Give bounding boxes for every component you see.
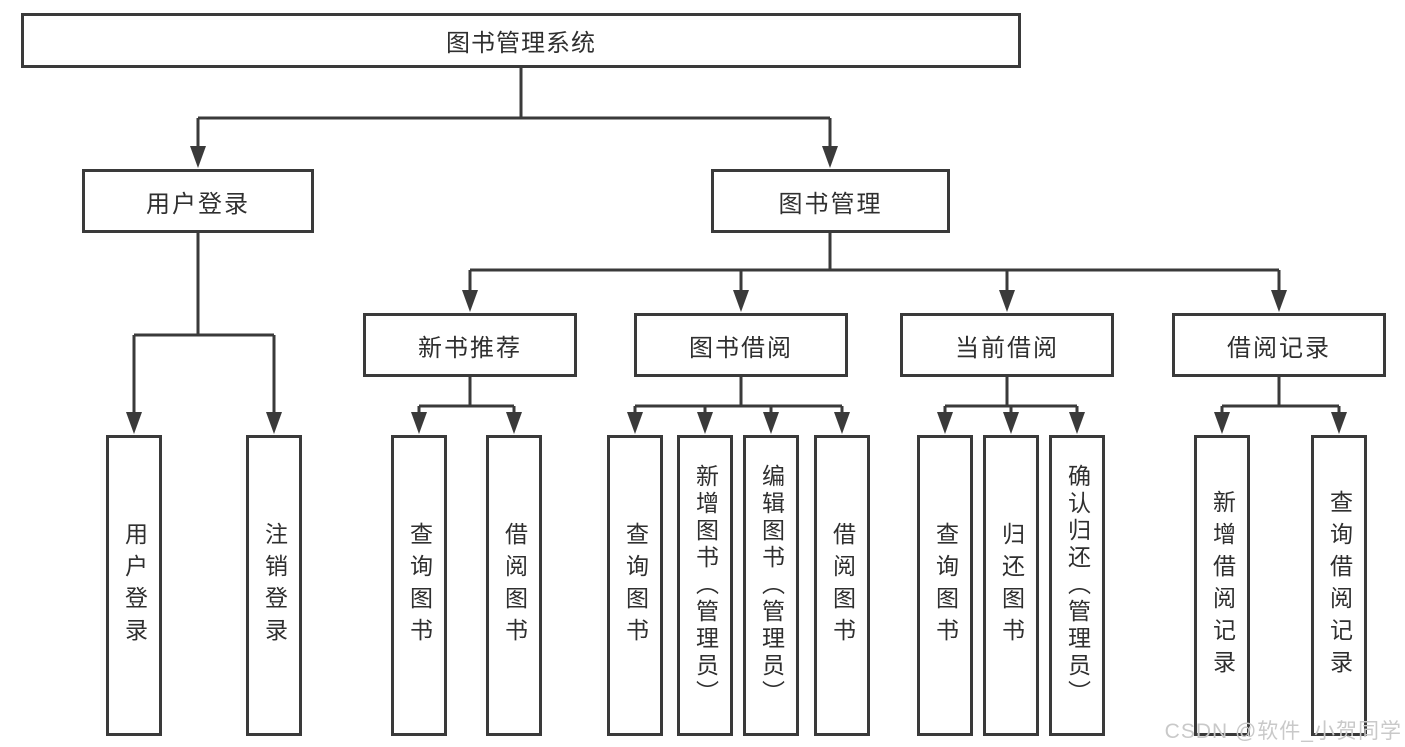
node-leaf-add-borrow-record: 新增借阅记录 (1194, 435, 1250, 736)
node-label: 图书借阅 (689, 334, 793, 362)
node-leaf-user-login: 用户登录 (106, 435, 162, 736)
node-leaf-confirm-return-admin: 确认归还（管理员） (1049, 435, 1105, 736)
node-label: 用户登录 (121, 521, 148, 650)
node-label: 注销登录 (261, 521, 288, 650)
node-label: 借阅记录 (1227, 334, 1331, 362)
node-label: 查询图书 (932, 521, 959, 650)
node-label: 新增借阅记录 (1209, 489, 1236, 682)
node-label: 新书推荐 (418, 334, 522, 362)
node-user-login: 用户登录 (82, 169, 314, 233)
node-label: 确认归还（管理员） (1064, 464, 1091, 707)
node-leaf-add-books-admin: 新增图书（管理员） (677, 435, 733, 736)
node-leaf-query-books: 查询图书 (607, 435, 663, 736)
node-book-borrowing: 图书借阅 (634, 313, 848, 377)
node-leaf-query-books: 查询图书 (917, 435, 973, 736)
node-borrowing-records: 借阅记录 (1172, 313, 1386, 377)
node-label: 借阅图书 (829, 521, 856, 650)
node-label: 查询借阅记录 (1326, 489, 1353, 682)
node-label: 查询图书 (622, 521, 649, 650)
node-label: 归还图书 (998, 521, 1025, 650)
node-leaf-query-borrow-record: 查询借阅记录 (1311, 435, 1367, 736)
node-leaf-edit-books-admin: 编辑图书（管理员） (743, 435, 799, 736)
node-leaf-query-books: 查询图书 (391, 435, 447, 736)
node-label: 新增图书（管理员） (692, 464, 719, 707)
node-library-management-system: 图书管理系统 (21, 13, 1021, 68)
node-new-book-recommendation: 新书推荐 (363, 313, 577, 377)
node-book-management: 图书管理 (711, 169, 950, 233)
node-leaf-logout: 注销登录 (246, 435, 302, 736)
node-label: 编辑图书（管理员） (758, 464, 785, 707)
node-label: 用户登录 (146, 190, 250, 218)
node-leaf-borrow-books: 借阅图书 (486, 435, 542, 736)
node-label: 借阅图书 (501, 521, 528, 650)
node-leaf-borrow-books: 借阅图书 (814, 435, 870, 736)
node-label: 图书管理系统 (446, 30, 596, 57)
node-label: 当前借阅 (955, 334, 1059, 362)
node-leaf-return-books: 归还图书 (983, 435, 1039, 736)
node-label: 查询图书 (406, 521, 433, 650)
node-current-borrowing: 当前借阅 (900, 313, 1114, 377)
node-label: 图书管理 (778, 190, 883, 218)
csdn-watermark: CSDN @软件_小贺同学 (1164, 720, 1402, 743)
